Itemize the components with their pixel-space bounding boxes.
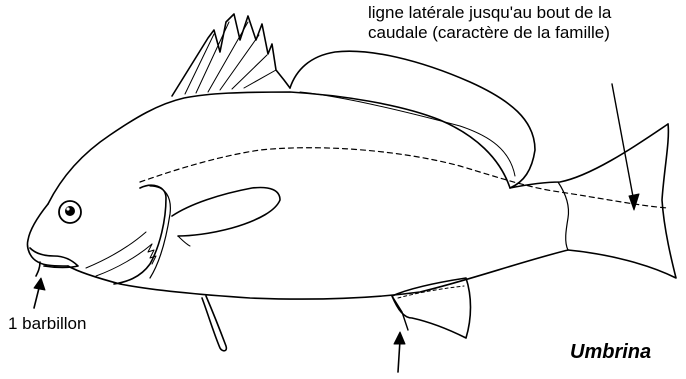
lateral-line-label-line1: ligne latérale jusqu'au bout de la — [368, 3, 611, 23]
opercle — [150, 186, 170, 278]
barbel-label: 1 barbillon — [8, 314, 86, 334]
lateral-line-arrow — [612, 84, 634, 202]
fish-body-belly — [68, 250, 568, 299]
fish-pupil — [65, 206, 75, 216]
pectoral-fin — [172, 188, 280, 237]
preopercle — [114, 185, 166, 284]
caudal-peduncle — [558, 182, 569, 250]
lateral-line — [140, 148, 668, 208]
pelvic-fin — [202, 296, 226, 351]
barbel — [36, 262, 40, 276]
lateral-line-annotation: ligne latérale jusqu'au bout de la cauda… — [368, 3, 611, 43]
caudal-fin — [568, 124, 676, 278]
lateral-line-label-line2: caudale (caractère de la famille) — [368, 23, 611, 43]
anal-fin-arrow — [398, 340, 400, 372]
soft-dorsal-fin — [290, 51, 535, 188]
dorsal-fin-rays — [185, 22, 276, 94]
fish-mouth — [30, 248, 78, 268]
genus-label: Umbrina — [570, 340, 651, 364]
